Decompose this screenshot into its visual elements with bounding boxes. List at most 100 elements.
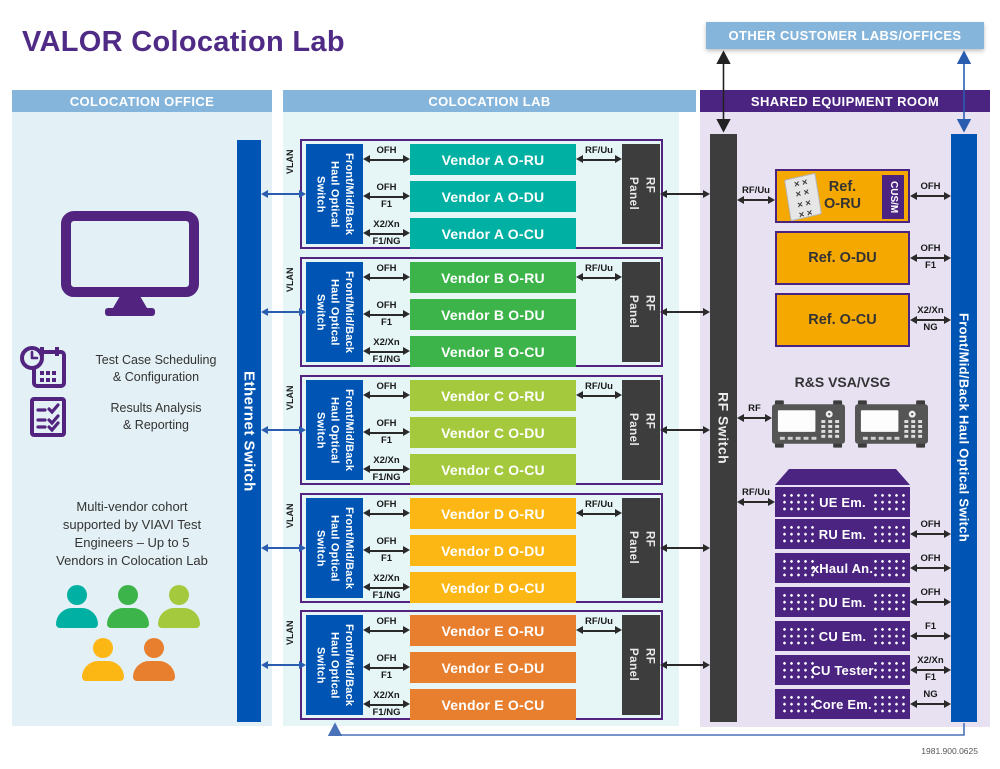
ref-unit-to-optical-arrow [910, 315, 951, 324]
vlan-label: VLAN [285, 503, 295, 529]
page-title: VALOR Colocation Lab [22, 26, 345, 58]
switch-to-unit-arrow [363, 192, 410, 201]
interface-label: OFH [920, 553, 941, 564]
header-colocation-lab: COLOCATION LAB [283, 90, 696, 112]
interface-label: OFH [376, 652, 397, 664]
interface-label: F1 [380, 552, 393, 564]
header-colocation-office: COLOCATION OFFICE [12, 90, 272, 112]
interface-label: RF/Uu [585, 615, 613, 627]
calendar-clock-icon [20, 346, 66, 388]
interface-label: F1/NG [372, 353, 401, 365]
interface-label: F1 [380, 434, 393, 446]
rf-switch-bar: RF Switch [710, 134, 737, 722]
person-head [93, 638, 113, 658]
vent-dots [871, 591, 905, 613]
interface-label: OFH [376, 380, 397, 392]
unit-to-rf-panel-arrow [576, 509, 622, 518]
interface-label: F1/NG [372, 706, 401, 718]
person-head [144, 638, 164, 658]
vent-dots [780, 693, 814, 715]
vent-dots [871, 557, 905, 579]
rf-panel-to-rf-switch-arrow [660, 425, 710, 434]
person-body [107, 608, 149, 628]
feature-scheduling-text: Test Case Scheduling & Configuration [95, 353, 217, 384]
vendor-e-optical-switch: Front/Mid/Back Haul Optical Switch [306, 615, 363, 715]
vlan-label: VLAN [285, 620, 295, 646]
server-blade-cu-tester: CU Tester [775, 655, 910, 685]
server-blade-label: xHaul An. [811, 560, 874, 576]
rf-switch-to-stack-arrow [737, 497, 775, 506]
blade-to-optical-arrow [910, 631, 951, 640]
interface-label: F1 [380, 316, 393, 328]
vent-dots [780, 557, 814, 579]
person-head [118, 585, 138, 605]
ref-unit-o-du: Ref. O-DU [775, 231, 910, 285]
vendor-c-unit-o-du: Vendor C O-DU [410, 417, 576, 448]
checklist-icon [30, 397, 66, 437]
ethernet-to-vendor-switch-arrow [261, 543, 306, 552]
person-head [169, 585, 189, 605]
blade-to-optical-arrow [910, 563, 951, 572]
interface-label: RF/Uu [742, 185, 770, 196]
interface-label: F1 [380, 198, 393, 210]
rf-panel-to-rf-switch-arrow [660, 307, 710, 316]
rf-panel-to-rf-switch-arrow [660, 660, 710, 669]
switch-to-unit-arrow [363, 310, 410, 319]
vent-dots [871, 693, 905, 715]
spectrum-analyzer-icon [855, 400, 928, 448]
rf-switch-to-ref-oru-arrow [737, 195, 775, 204]
part-number: 1981.900.0625 [921, 746, 978, 756]
switch-to-unit-arrow [363, 391, 410, 400]
server-blade-label: Core Em. [813, 696, 872, 712]
interface-label: X2/Xn [917, 655, 944, 666]
person-body [56, 608, 98, 628]
interface-label: X2/Xn [373, 218, 400, 230]
interface-label: F1 [924, 672, 937, 683]
interface-label: OFH [376, 181, 397, 193]
vlan-label: VLAN [285, 267, 295, 293]
vendor-d-unit-o-ru: Vendor D O-RU [410, 498, 576, 529]
spectrum-analyzer-icon [772, 400, 845, 448]
vent-dots [871, 659, 905, 681]
server-blade-label: CU Em. [818, 628, 867, 644]
interface-label: F1/NG [372, 471, 401, 483]
vendor-c-unit-o-cu: Vendor C O-CU [410, 454, 576, 485]
interface-label: OFH [376, 535, 397, 547]
interface-label: NG [923, 689, 938, 700]
interface-label: X2/Xn [373, 689, 400, 701]
server-blade-du-em: DU Em. [775, 587, 910, 617]
vlan-label: VLAN [285, 385, 295, 411]
ref-unit-to-optical-arrow [910, 191, 951, 200]
interface-label: OFH [376, 417, 397, 429]
switch-to-unit-arrow [363, 663, 410, 672]
rf-panel: RF Panel [622, 498, 660, 598]
shared-optical-switch-bar: Front/Mid/Back Haul Optical Switch [951, 134, 977, 722]
ref-unit-to-optical-arrow [910, 253, 951, 262]
person-body [133, 661, 175, 681]
server-blade-ru-em: RU Em. [775, 519, 910, 549]
vendor-d-unit-o-du: Vendor D O-DU [410, 535, 576, 566]
vent-dots [780, 625, 814, 647]
other-customer-labs-banner: OTHER CUSTOMER LABS/OFFICES [706, 22, 984, 49]
ref-unit-o-cu: Ref. O-CU [775, 293, 910, 347]
vendor-c-unit-o-ru: Vendor C O-RU [410, 380, 576, 411]
vendor-d-unit-o-cu: Vendor D O-CU [410, 572, 576, 603]
antenna-array-icon: × × × × × × × × [784, 172, 822, 222]
switch-to-unit-arrow [363, 546, 410, 555]
vendor-e-unit-o-du: Vendor E O-DU [410, 652, 576, 683]
interface-label: OFH [376, 615, 397, 627]
blade-to-optical-arrow [910, 665, 951, 674]
person-icon [156, 585, 202, 631]
interface-label: X2/Xn [373, 454, 400, 466]
vendor-c-optical-switch: Front/Mid/Back Haul Optical Switch [306, 380, 363, 480]
ethernet-switch-bar: Ethernet Switch [237, 140, 261, 722]
server-blade-label: CU Tester [811, 662, 874, 678]
server-blade-core-em: Core Em. [775, 689, 910, 719]
interface-label: OFH [920, 181, 941, 192]
multivendor-note: Multi-vendor cohort supported by VIAVI T… [56, 499, 208, 568]
interface-label: OFH [376, 498, 397, 510]
person-body [158, 608, 200, 628]
unit-to-rf-panel-arrow [576, 273, 622, 282]
switch-to-unit-arrow [363, 509, 410, 518]
vendor-a-unit-o-ru: Vendor A O-RU [410, 144, 576, 175]
